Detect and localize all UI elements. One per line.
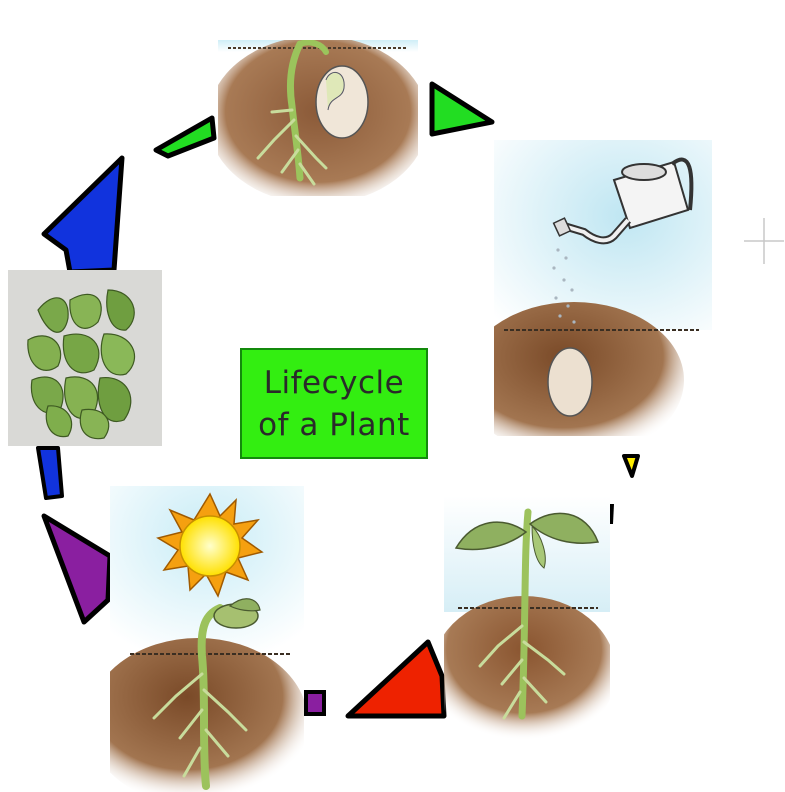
purple-arrowhead xyxy=(44,516,110,622)
title-box: Lifecycle of a Plant xyxy=(240,348,428,459)
seedling-with-sun-image xyxy=(110,486,304,792)
title-line-2: of a Plant xyxy=(258,404,410,446)
title-line-1: Lifecycle xyxy=(264,362,405,404)
young-plant-image xyxy=(444,496,610,740)
watering-seed-image xyxy=(494,140,712,436)
green-arrowhead xyxy=(432,84,492,134)
purple-arrow-tail xyxy=(306,692,324,714)
pea-pods-photo xyxy=(8,270,162,446)
red-arrowhead xyxy=(348,642,444,716)
blue-arrowhead xyxy=(44,158,122,272)
blue-arrow-tail xyxy=(38,448,62,498)
green-arrow-fragment xyxy=(156,118,214,156)
yellow-arrow-fragment xyxy=(624,456,638,476)
crosshair-cursor-icon xyxy=(744,218,784,264)
germinating-seed-image xyxy=(218,40,418,196)
